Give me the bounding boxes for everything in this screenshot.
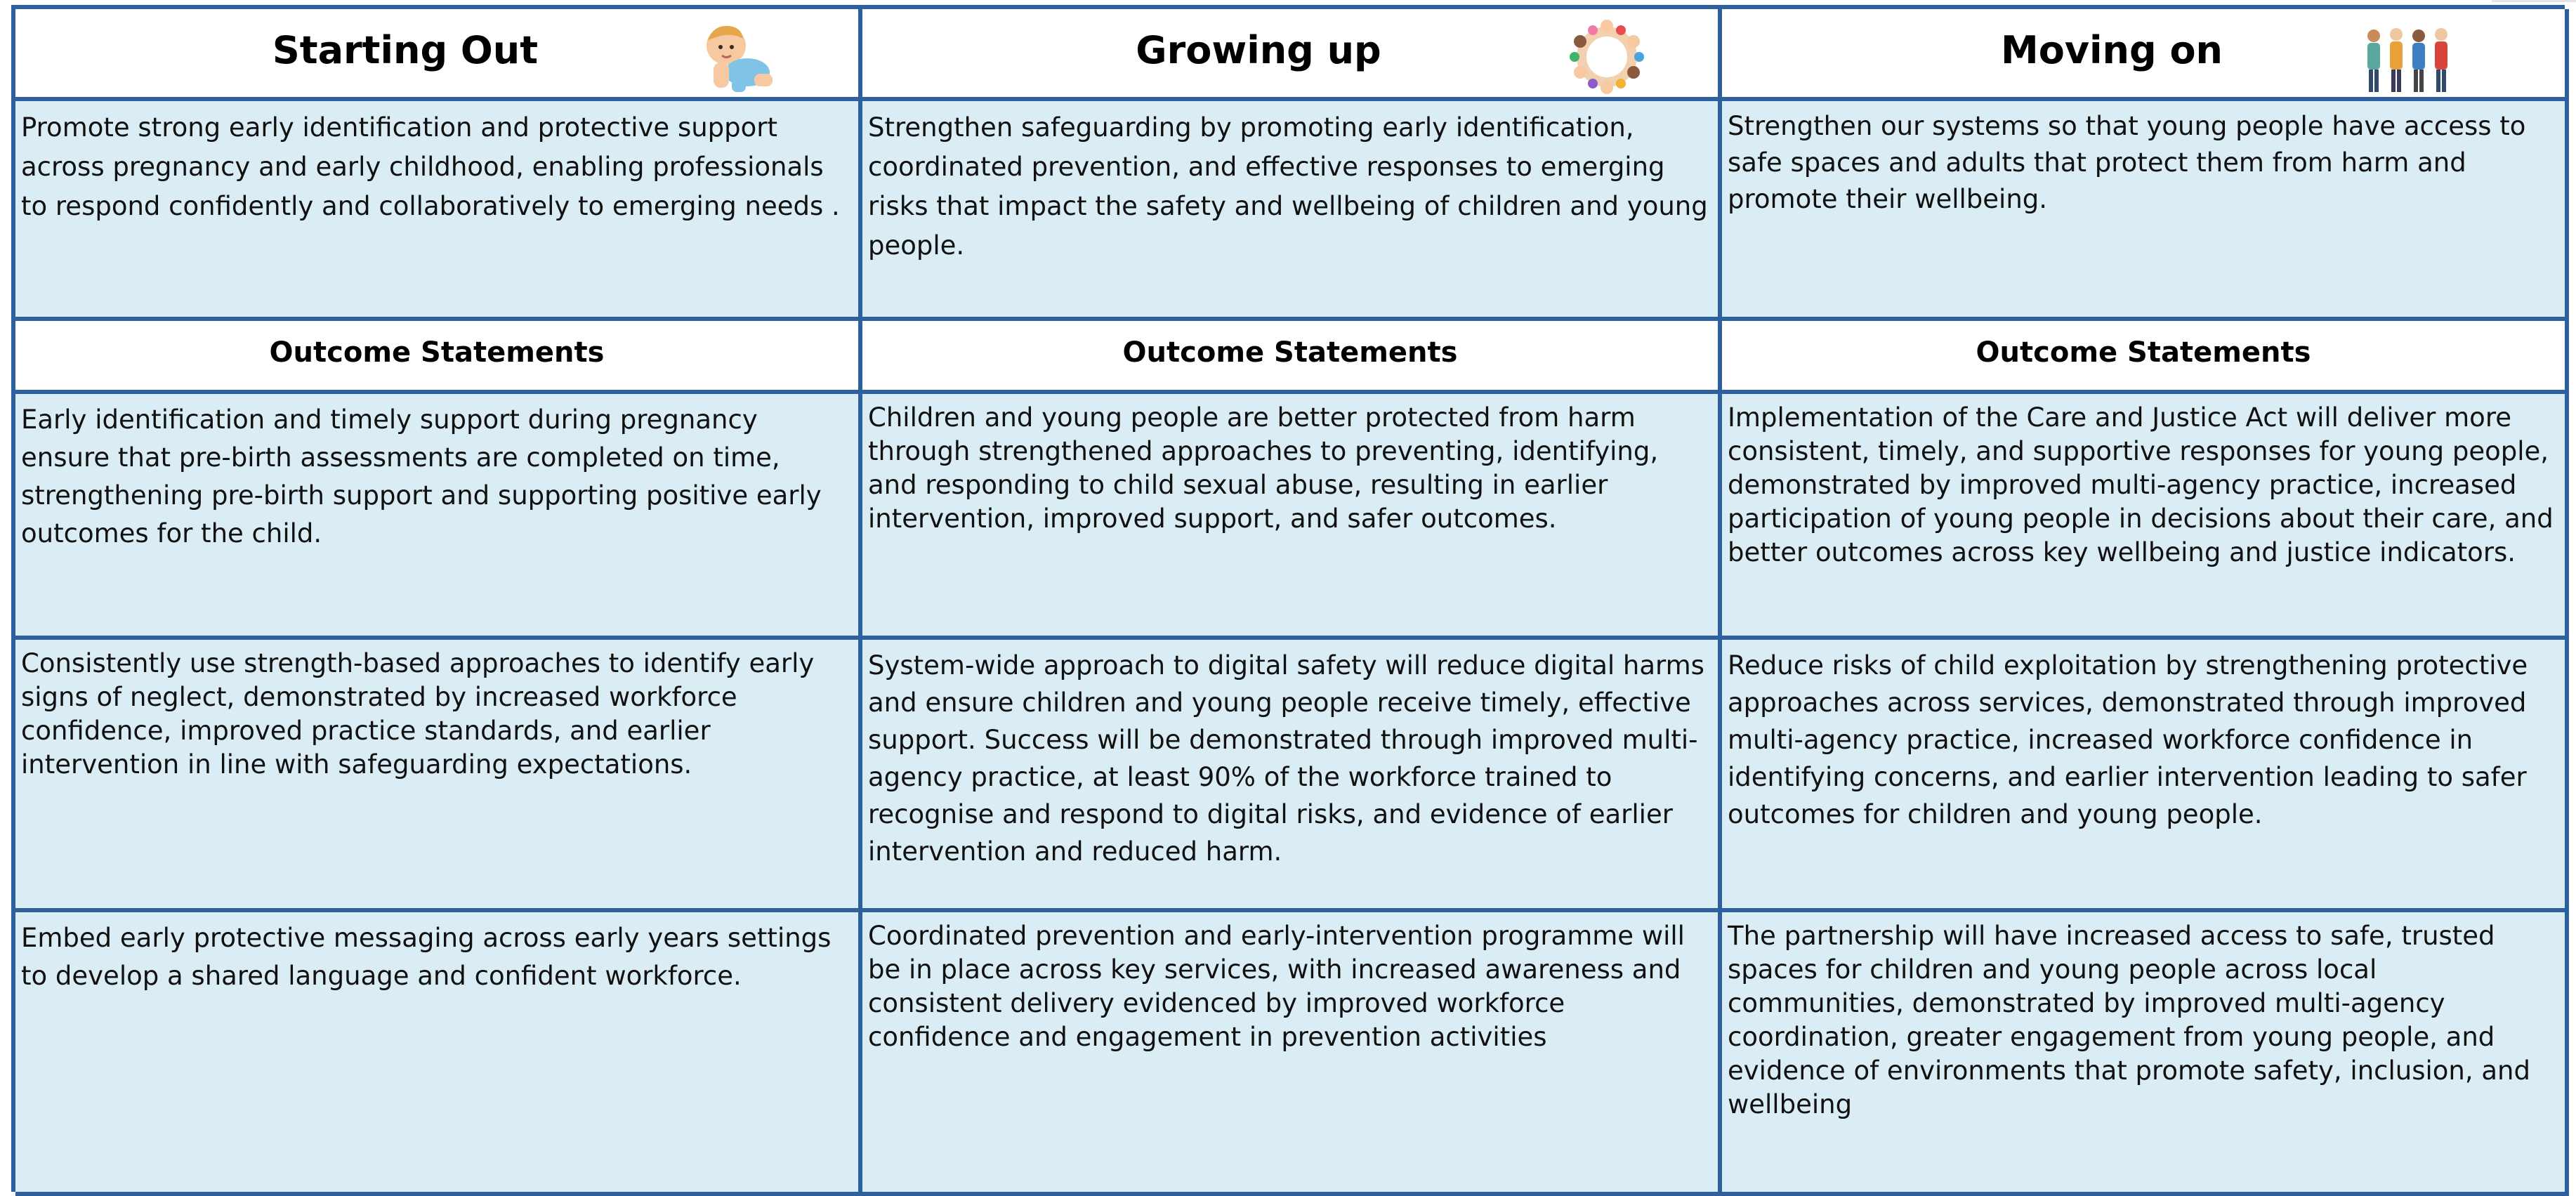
outcome-statements-heading: Outcome Statements	[269, 336, 605, 369]
aim-starting-out: Promote strong early identification and …	[15, 101, 862, 321]
column-title: Growing up	[1136, 28, 1381, 72]
aim-moving-on: Strengthen our systems so that young peo…	[1722, 101, 2569, 321]
scrollbar-track[interactable]	[2492, 0, 2576, 2]
outcome-text: Early identification and timely support …	[21, 405, 822, 548]
outcomes-table: Starting Out Growing up	[11, 5, 2569, 1196]
outcome-text: Children and young people are better pro…	[868, 402, 1659, 534]
outcome-statements-heading: Outcome Statements	[1976, 336, 2311, 369]
outcome-moving-on-2: Reduce risks of child exploitation by st…	[1722, 640, 2569, 912]
column-header-moving-on: Moving on	[1722, 9, 2569, 101]
subheading-starting-out: Outcome Statements	[15, 321, 862, 394]
subheading-growing-up: Outcome Statements	[862, 321, 1722, 394]
outcome-text: The partnership will have increased acce…	[1728, 921, 2530, 1119]
children-circle-icon	[1565, 15, 1649, 94]
column-header-growing-up: Growing up	[862, 9, 1722, 101]
outcome-text: System-wide approach to digital safety w…	[868, 650, 1704, 867]
outcome-moving-on-1: Implementation of the Care and Justice A…	[1722, 394, 2569, 640]
outcome-text: Implementation of the Care and Justice A…	[1728, 402, 2554, 567]
young-people-group-icon	[2361, 19, 2459, 96]
outcome-moving-on-3: The partnership will have increased acce…	[1722, 912, 2569, 1196]
aim-growing-up: Strengthen safeguarding by promoting ear…	[862, 101, 1722, 321]
aim-text: Promote strong early identification and …	[21, 112, 840, 221]
column-title: Starting Out	[272, 28, 539, 72]
outcome-text: Reduce risks of child exploitation by st…	[1728, 650, 2528, 829]
aim-text: Strengthen our systems so that young peo…	[1728, 111, 2526, 214]
outcome-statements-heading: Outcome Statements	[1122, 336, 1458, 369]
outcome-growing-up-1: Children and young people are better pro…	[862, 394, 1722, 640]
outcome-text: Coordinated prevention and early-interve…	[868, 921, 1685, 1052]
subheading-moving-on: Outcome Statements	[1722, 321, 2569, 394]
outcome-text: Consistently use strength-based approach…	[21, 648, 815, 780]
aim-text: Strengthen safeguarding by promoting ear…	[868, 112, 1708, 261]
outcome-growing-up-3: Coordinated prevention and early-interve…	[862, 912, 1722, 1196]
outcome-starting-out-2: Consistently use strength-based approach…	[15, 640, 862, 912]
outcome-growing-up-2: System-wide approach to digital safety w…	[862, 640, 1722, 912]
column-header-starting-out: Starting Out	[15, 9, 862, 101]
outcome-starting-out-1: Early identification and timely support …	[15, 394, 862, 640]
column-title: Moving on	[2001, 28, 2223, 72]
outcome-starting-out-3: Embed early protective messaging across …	[15, 912, 862, 1196]
crawling-baby-icon	[692, 19, 777, 96]
outcome-text: Embed early protective messaging across …	[21, 923, 832, 991]
